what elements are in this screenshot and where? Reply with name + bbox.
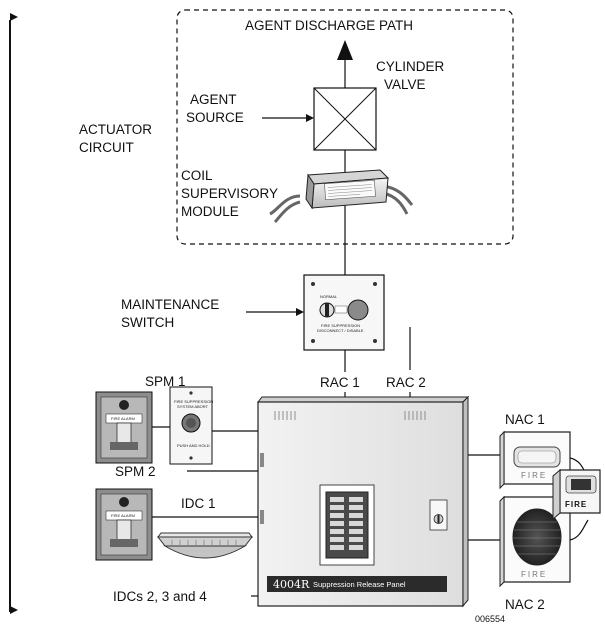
- agent-discharge-arrow: [337, 40, 353, 88]
- nac1-label: NAC 1: [505, 412, 545, 427]
- figure-number: 006554: [475, 614, 505, 624]
- spm-plate-top-text-2: SYSTEM ABORT: [177, 404, 209, 409]
- actuator-circuit-label-1: ACTUATOR: [79, 122, 152, 137]
- coil-module-label-1: COIL: [181, 168, 213, 183]
- idcs-label: IDCs 2, 3 and 4: [113, 589, 207, 604]
- cylinder-valve-label-2: VALVE: [384, 77, 426, 92]
- maintenance-switch: NORMAL FIRE SUPPRESSION DISCONNECT / DIS…: [303, 274, 385, 351]
- switch-plate-top-text: NORMAL: [320, 294, 338, 299]
- pull-station-text-2: FIRE ALARM: [111, 513, 135, 518]
- actuator-circuit-label-2: CIRCUIT: [79, 140, 134, 155]
- idc-pull-station: FIRE ALARM: [95, 488, 153, 561]
- cylinder-valve-label-1: CYLINDER: [376, 59, 445, 74]
- idc1-smoke-detector: [156, 532, 254, 559]
- agent-discharge-label: AGENT DISCHARGE PATH: [245, 18, 413, 33]
- spm2-label: SPM 2: [115, 464, 156, 479]
- panel-name-text: Suppression Release Panel: [313, 580, 406, 589]
- panel-model-text: 4004R: [273, 578, 310, 591]
- switch-plate-bottom-text: DISCONNECT / DISABLE: [317, 328, 364, 333]
- spm1-label: SPM 1: [145, 374, 186, 389]
- maintenance-switch-label-2: SWITCH: [121, 315, 174, 330]
- spm1-pull-station: FIRE ALARM: [95, 391, 153, 464]
- cylinder-valve: [313, 87, 377, 151]
- nac2-label: NAC 2: [505, 597, 545, 612]
- switch-plate-mid-text: FIRE SUPPRESSION: [321, 323, 360, 328]
- coil-module-label-2: SUPERVISORY: [181, 186, 278, 201]
- coil-module-label-3: MODULE: [181, 204, 239, 219]
- suppression-release-panel: 4004R Suppression Release Panel: [256, 395, 470, 608]
- idc1-label: IDC 1: [181, 496, 216, 511]
- nac2-to-horn-wire: [569, 519, 589, 541]
- rac1-label: RAC 1: [320, 375, 360, 390]
- rac2-label: RAC 2: [386, 375, 426, 390]
- pull-station-text-1: FIRE ALARM: [111, 416, 135, 421]
- nac1-fire-text: FIRE: [521, 471, 547, 480]
- coil-supervisory-module: [269, 169, 414, 223]
- spm-plate-top-text-1: FIRE SUPPRESSION: [174, 399, 213, 404]
- left-bracket: [9, 13, 18, 614]
- nac-horn-strobe: FIRE: [552, 468, 601, 521]
- agent-source-label-2: SOURCE: [186, 110, 244, 125]
- maintenance-switch-label-1: MAINTENANCE: [121, 297, 219, 312]
- nac2-fire-text: FIRE: [521, 570, 547, 579]
- spm1-abort-station: FIRE SUPPRESSION SYSTEM ABORT PUSH AND H…: [169, 386, 213, 465]
- agent-source-label-1: AGENT: [190, 92, 237, 107]
- horn-fire-text: FIRE: [565, 500, 587, 509]
- spm-plate-bottom-text: PUSH AND HOLD: [177, 443, 210, 448]
